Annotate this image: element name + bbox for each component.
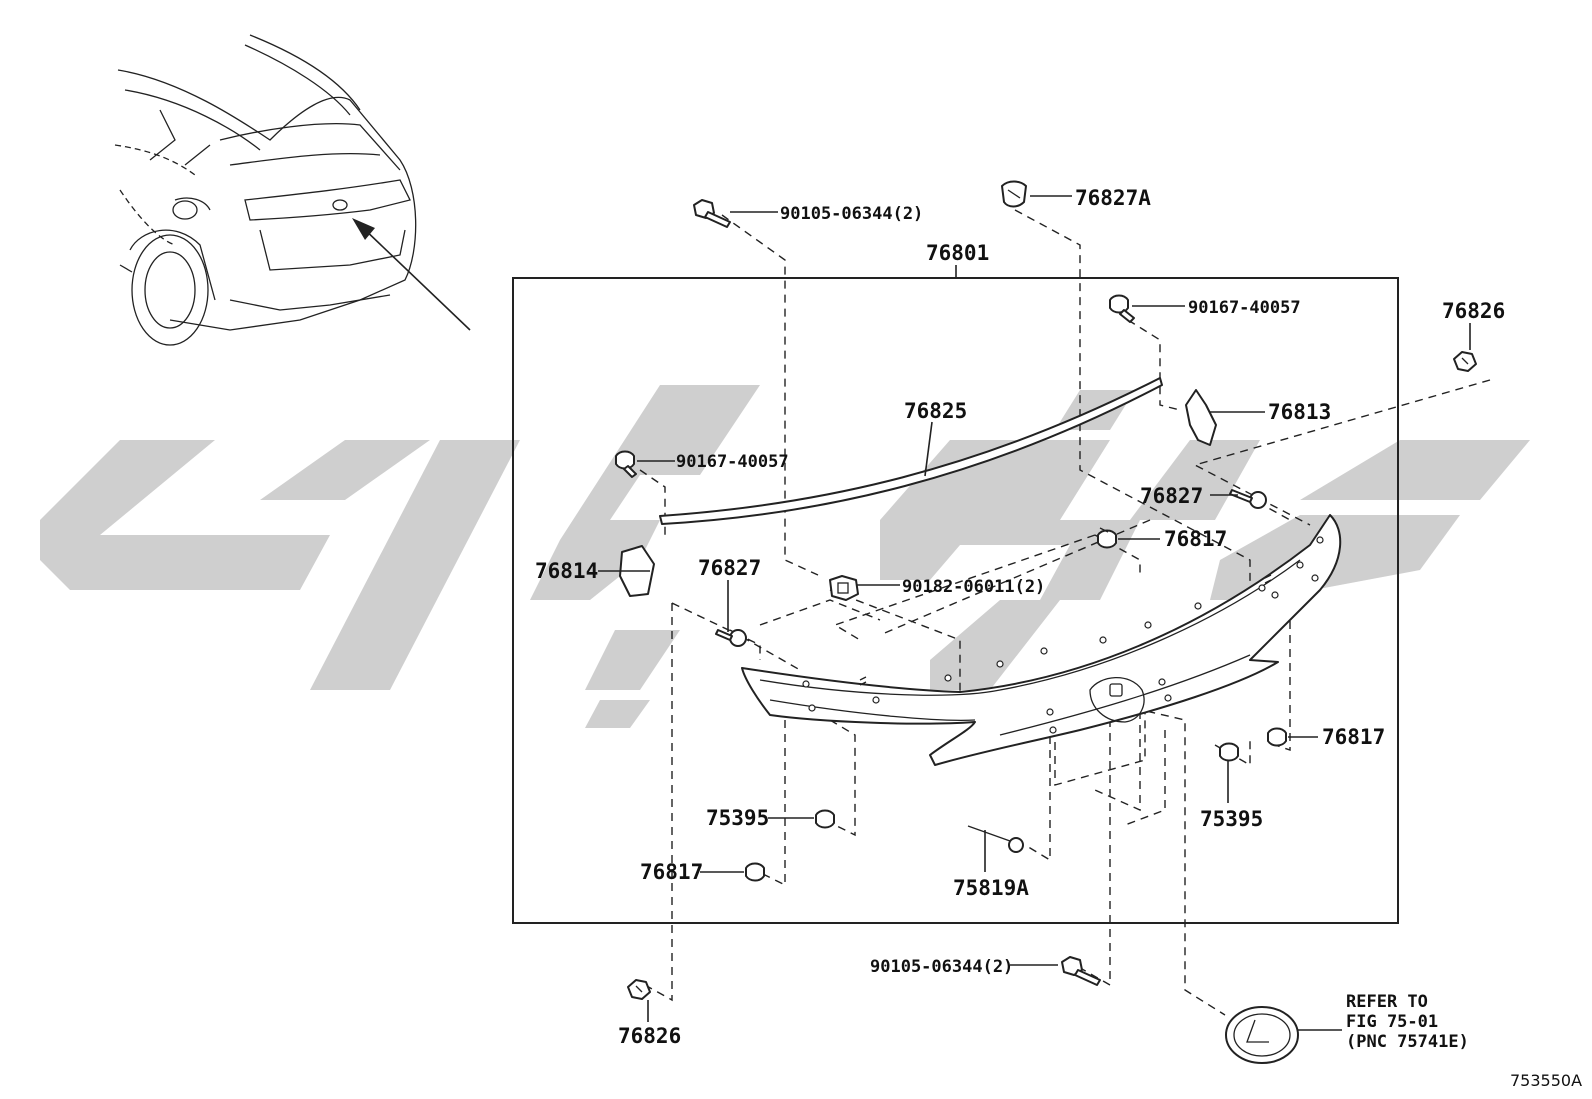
label-clip-right-upper: 76827 — [1140, 484, 1203, 508]
label-bolt-bottom: 90105-06344(2) — [870, 957, 1013, 977]
screw-left — [615, 450, 637, 478]
label-clip-right-lower: 76817 — [1322, 725, 1385, 749]
label-clip-left: 76827 — [698, 556, 761, 580]
garnish-panel — [741, 514, 1342, 766]
license-lamp — [967, 825, 1024, 853]
clip-right-bottom — [1219, 742, 1239, 762]
bolt-top — [693, 199, 731, 228]
label-license-lamp: 75819A — [953, 876, 1029, 900]
label-cap-bottom-left: 76826 — [618, 1024, 681, 1048]
bracket-right — [1185, 389, 1217, 446]
label-screw-left: 90167-40057 — [676, 452, 789, 472]
molding-strip — [659, 377, 1163, 525]
cap-bottom-left — [627, 979, 651, 1000]
clip-center — [1097, 527, 1117, 549]
label-cap-right-top: 76826 — [1442, 299, 1505, 323]
clip-right-upper — [1229, 489, 1267, 509]
label-clip-left-lower: 75395 — [706, 806, 769, 830]
label-clip-right-bottom: 75395 — [1200, 807, 1263, 831]
label-bracket-right: 76813 — [1268, 400, 1331, 424]
label-nut-center: 90182-06011(2) — [902, 577, 1045, 597]
vehicle-rear-view — [114, 34, 471, 346]
leader-lines — [598, 195, 1471, 1031]
assembly-dashed-lines — [639, 209, 1491, 1016]
refer-note-line3: (PNC 75741E) — [1346, 1032, 1469, 1052]
diagram-code: 753550A — [1510, 1071, 1582, 1090]
clip-left-bottom — [745, 862, 765, 882]
label-clip-left-bottom: 76817 — [640, 860, 703, 884]
refer-note-line2: FIG 75-01 — [1346, 1012, 1438, 1032]
label-molding: 76825 — [904, 399, 967, 423]
clip-left — [715, 629, 747, 647]
label-bracket-left: 76814 — [535, 559, 598, 583]
label-clip-center: 76817 — [1164, 527, 1227, 551]
clip-left-lower — [815, 809, 835, 829]
bolt-bottom — [1061, 956, 1101, 986]
label-screw-right-top: 90167-40057 — [1188, 298, 1301, 318]
nut-center — [829, 575, 859, 601]
clip-top — [1001, 180, 1027, 208]
clip-right-lower — [1267, 727, 1287, 747]
label-clip-top: 76827A — [1075, 186, 1151, 210]
label-assembly: 76801 — [926, 241, 989, 265]
cap-right-top — [1453, 351, 1477, 372]
part-labels: 90105-06344(2) 76827A 76801 90167-40057 … — [535, 186, 1582, 1090]
screw-right-top — [1109, 294, 1135, 323]
label-bolt-top: 90105-06344(2) — [780, 204, 923, 224]
refer-note-line1: REFER TO — [1346, 992, 1428, 1012]
emblem — [1225, 1006, 1299, 1064]
